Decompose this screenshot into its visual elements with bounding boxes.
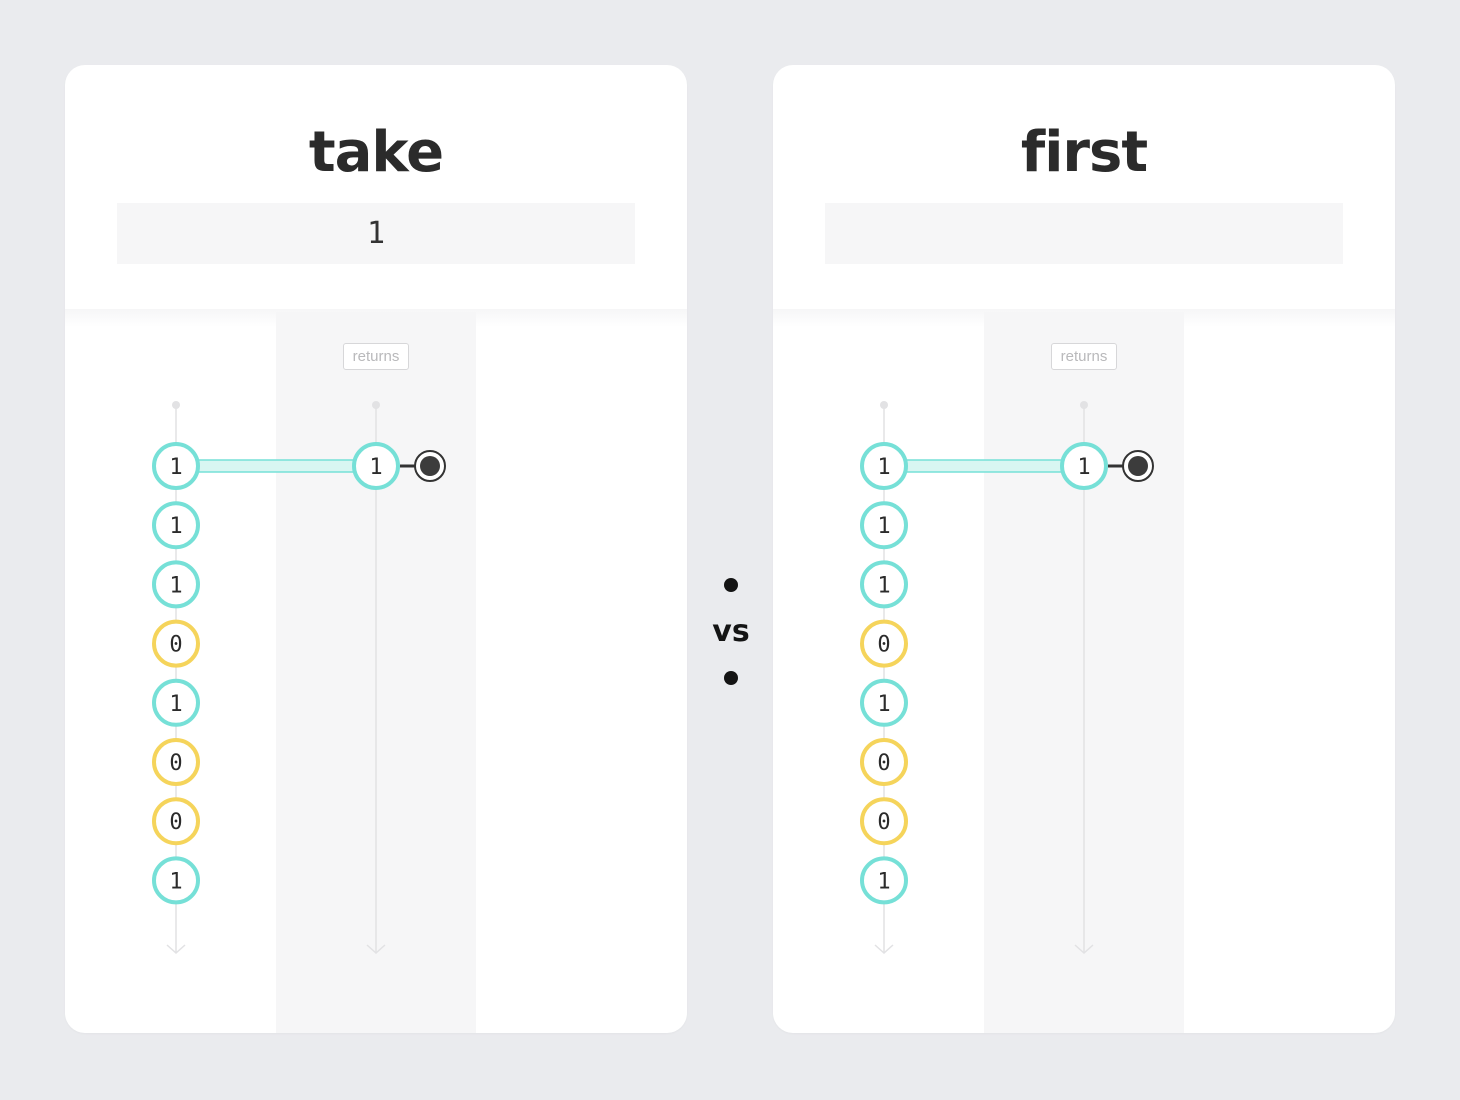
marble-diagram: 1 1 1 0 1 0 0 1 1: [152, 401, 446, 955]
source-marble: [152, 501, 200, 550]
source-marble-label: 0: [169, 633, 182, 658]
timeline-arrow-icon: [166, 944, 186, 955]
returns-label: returns: [343, 343, 409, 370]
output-marble-label: 1: [1077, 455, 1090, 480]
source-marble: [860, 678, 908, 727]
operator-panel-first: first returns 1 1 1 0 1 0 0 1 1: [773, 65, 1395, 1033]
source-marble-label: 1: [877, 869, 890, 894]
returns-label: returns: [1051, 343, 1117, 370]
emission-connector: [905, 459, 1063, 473]
source-marble: [860, 856, 908, 905]
source-marble-label: 1: [169, 455, 182, 480]
emission-connector: [197, 459, 355, 473]
source-marble-label: 1: [169, 514, 182, 539]
operator-argument-box: 1: [117, 203, 635, 264]
separator-dot: [724, 578, 738, 592]
source-marble: [860, 442, 908, 490]
source-marble: [860, 738, 908, 786]
operator-title: first: [1020, 120, 1148, 185]
complete-icon: [1128, 456, 1148, 476]
marble-diagram: 1 1 1 0 1 0 0 1 1: [860, 401, 1154, 955]
source-marble-label: 1: [169, 573, 182, 598]
source-marble: [152, 678, 200, 727]
complete-icon: [420, 456, 440, 476]
output-marble-label: 1: [369, 455, 382, 480]
source-marble: [152, 619, 200, 668]
source-marble-label: 0: [877, 810, 890, 835]
source-marble-label: 1: [877, 514, 890, 539]
source-marble-label: 1: [877, 573, 890, 598]
source-marble: [152, 442, 200, 490]
vs-label: vs: [712, 614, 750, 649]
source-marble-label: 0: [169, 751, 182, 776]
timeline-arrow-icon: [874, 944, 894, 955]
output-marble: [1060, 442, 1108, 490]
source-marble: [860, 619, 908, 668]
source-marble: [152, 856, 200, 905]
operator-title: take: [308, 120, 444, 185]
timeline-arrow-icon: [1074, 944, 1094, 955]
source-marble: [860, 560, 908, 609]
source-marble-label: 1: [877, 692, 890, 717]
source-marble: [152, 738, 200, 786]
source-marble: [152, 560, 200, 609]
separator-dot: [724, 671, 738, 685]
operator-argument-box: [825, 203, 1343, 264]
vs-separator: vs: [706, 570, 756, 690]
source-marble: [860, 797, 908, 846]
source-marble: [860, 501, 908, 550]
operator-panel-take: take 1 returns 1 1 1 0 1 0 0 1 1: [65, 65, 687, 1033]
source-marble-label: 0: [169, 810, 182, 835]
source-marble-label: 0: [877, 751, 890, 776]
source-marble-label: 0: [877, 633, 890, 658]
source-marble-label: 1: [169, 869, 182, 894]
source-marble: [152, 797, 200, 846]
source-marble-label: 1: [169, 692, 182, 717]
source-marble-label: 1: [877, 455, 890, 480]
output-marble: [352, 442, 400, 490]
timeline-arrow-icon: [366, 944, 386, 955]
